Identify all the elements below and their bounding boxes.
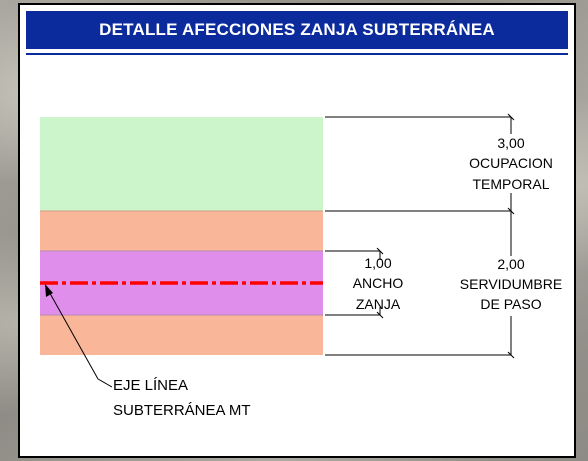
ocupacion-label-line2: TEMPORAL (472, 176, 549, 192)
ocupacion-value: 3,00 (497, 135, 524, 151)
eje-leader (45, 284, 113, 388)
servidumbre-zone-top (40, 211, 323, 251)
dimension-ticks (376, 113, 515, 359)
servidumbre-value: 2,00 (497, 256, 524, 272)
eje-label-line2: SUBTERRÁNEA MT (113, 402, 251, 419)
servidumbre-label-line2: DE PASO (480, 296, 541, 312)
ocupacion-label-line1: OCUPACION (469, 155, 553, 171)
zanja-label-line2: ZANJA (356, 296, 401, 312)
ocupacion-temporal-zone (40, 117, 323, 211)
title-bar: DETALLE AFECCIONES ZANJA SUBTERRÁNEA (26, 11, 568, 49)
extension-lines (325, 116, 511, 356)
zanja-label-line1: ANCHO (353, 275, 404, 291)
servidumbre-label-line1: SERVIDUMBRE (460, 276, 562, 292)
servidumbre-zone-bottom (40, 315, 323, 355)
dimension-lines (379, 117, 512, 355)
title-underline (26, 53, 568, 55)
zanja-value: 1,00 (364, 255, 391, 271)
page-title: DETALLE AFECCIONES ZANJA SUBTERRÁNEA (99, 20, 495, 39)
eje-label-line1: EJE LÍNEA (113, 377, 188, 394)
